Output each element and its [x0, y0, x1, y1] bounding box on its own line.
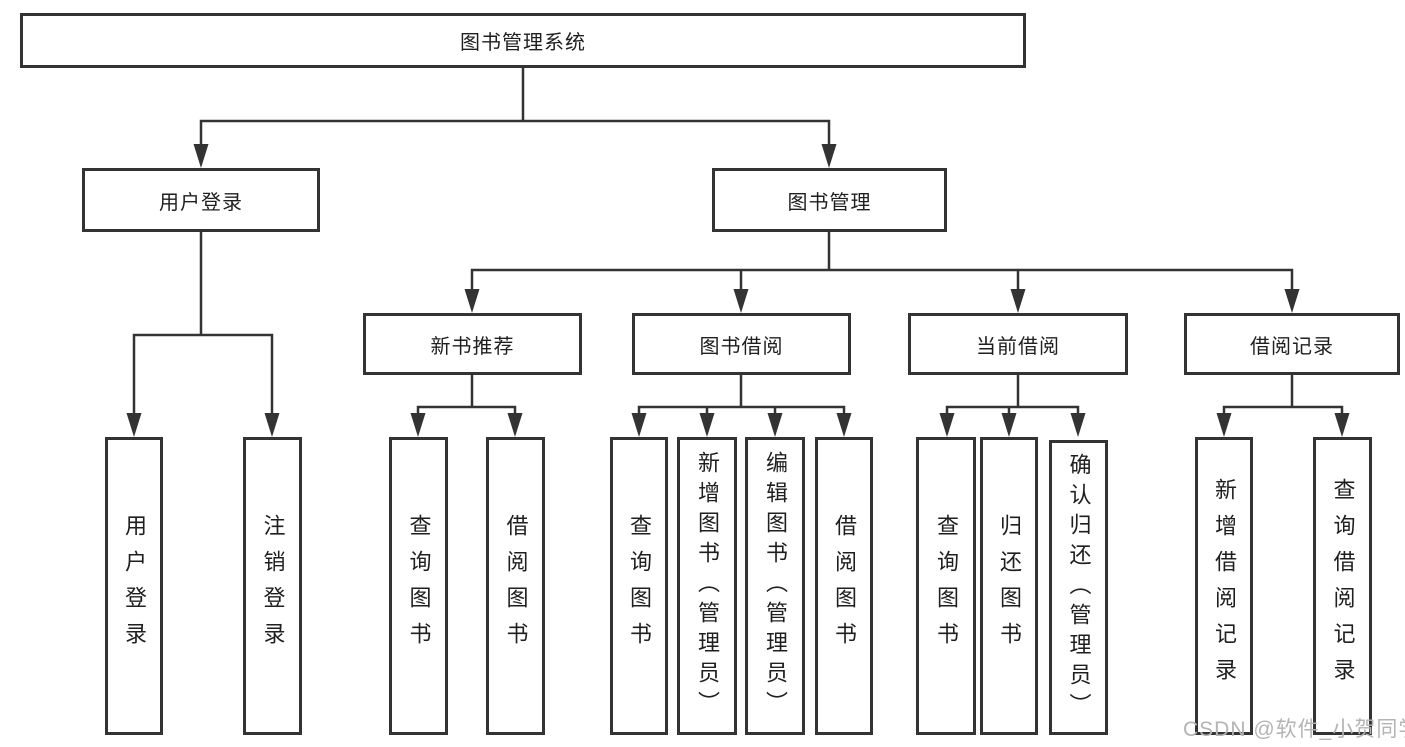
leaf-add-books-admin: 新增图书（管理员） [677, 437, 737, 735]
node-book-management-branch: 图书管理 [712, 168, 947, 232]
node-new-book-recommendation: 新书推荐 [363, 313, 582, 375]
leaf-confirm-return-admin: 确认归还（管理员） [1049, 440, 1108, 735]
leaf-query-borrow-record: 查询借阅记录 [1313, 437, 1372, 735]
leaf-user-login: 用户登录 [105, 437, 163, 735]
node-borrowing-records: 借阅记录 [1184, 313, 1400, 375]
node-library-management-system: 图书管理系统 [20, 13, 1026, 68]
leaf-edit-books-admin: 编辑图书（管理员） [745, 437, 805, 735]
node-book-borrowing: 图书借阅 [632, 313, 851, 375]
leaf-logout: 注销登录 [243, 437, 302, 735]
watermark-text: CSDN @软件_小贺同学 [1183, 718, 1405, 741]
node-user-login-branch: 用户登录 [82, 168, 320, 232]
leaf-add-borrow-record: 新增借阅记录 [1195, 437, 1253, 735]
leaf-query-books-recommend: 查询图书 [389, 437, 448, 735]
leaf-borrow-books: 借阅图书 [815, 437, 873, 735]
leaf-query-books-current: 查询图书 [916, 437, 976, 735]
leaf-borrow-books-recommend: 借阅图书 [486, 437, 545, 735]
leaf-query-books-borrow: 查询图书 [610, 437, 668, 735]
leaf-return-books: 归还图书 [980, 437, 1038, 735]
node-current-borrowing: 当前借阅 [908, 313, 1128, 375]
